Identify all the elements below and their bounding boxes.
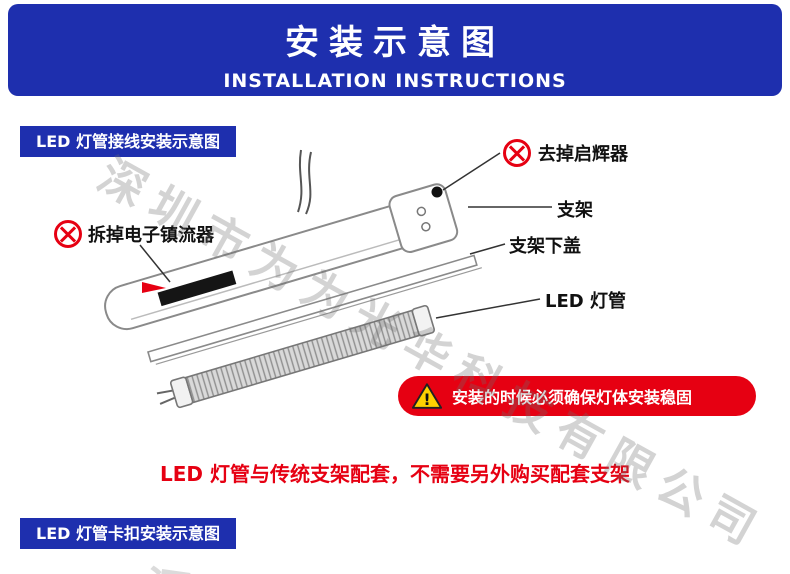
- ballast-block: [157, 270, 237, 307]
- label-remove-ballast: 拆掉电子镇流器: [88, 225, 214, 246]
- label-bracket-cover: 支架下盖: [509, 236, 581, 257]
- wires-drawing: [297, 149, 312, 215]
- page-title: 安装示意图: [285, 23, 505, 63]
- warning-banner: ! 安装的时候必须确保灯体安装稳固: [398, 376, 756, 416]
- label-led-tube: LED 灯管: [545, 291, 626, 312]
- starter-dot: [431, 186, 443, 198]
- page-subtitle: INSTALLATION INSTRUCTIONS: [223, 70, 567, 92]
- label-bracket: 支架: [557, 200, 593, 221]
- callout-lines: [139, 152, 552, 319]
- red-wedge: [142, 282, 166, 293]
- prohibit-icon-ballast: [54, 220, 82, 248]
- prohibit-icon-starter: [503, 139, 531, 167]
- end-cap-drawing: [388, 183, 459, 253]
- tube-drawing: [156, 304, 436, 409]
- warning-text: 安装的时候必须确保灯体安装稳固: [452, 388, 693, 407]
- note-text: LED 灯管与传统支架配套，不需要另外购买配套支架: [160, 462, 630, 486]
- section-label-wiring: LED 灯管接线安装示意图: [20, 126, 236, 158]
- cover-drawing: [147, 254, 482, 365]
- warning-triangle-icon: !: [411, 382, 443, 408]
- section-label-clip: LED 灯管卡扣安装示意图: [20, 518, 236, 550]
- header-banner: 安装示意图 INSTALLATION INSTRUCTIONS: [8, 4, 782, 96]
- label-remove-starter: 去掉启辉器: [538, 144, 628, 165]
- svg-text:!: !: [423, 389, 430, 408]
- bracket-drawing: [104, 183, 459, 331]
